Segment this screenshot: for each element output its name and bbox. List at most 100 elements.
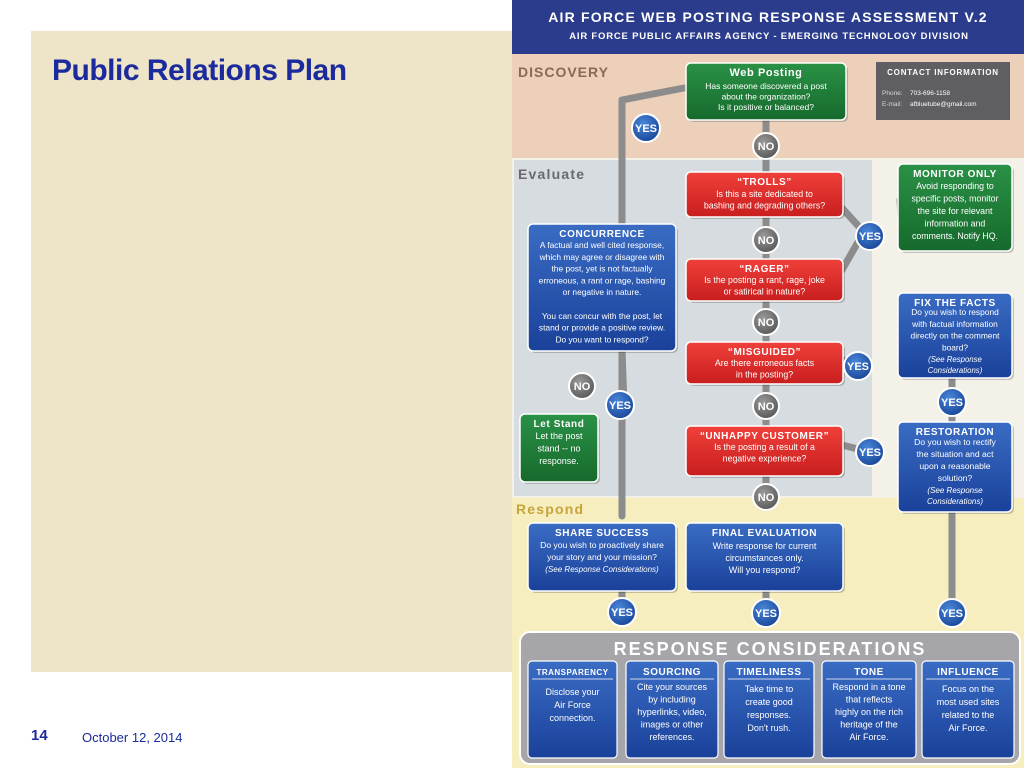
no-badge: NO: [752, 483, 780, 511]
concurrence-node-box: [527, 223, 677, 352]
yes-badge-circle: [855, 221, 885, 251]
yes-badge-label: YES: [755, 608, 777, 620]
yes-badge-circle: [605, 390, 635, 420]
let-stand-node-text: stand -- no: [537, 444, 580, 454]
share-success-node-title: SHARE SUCCESS: [555, 528, 649, 539]
no-badge-label: NO: [574, 381, 591, 393]
consideration-text: most used sites: [937, 697, 1000, 707]
monitor-only-node-box: [897, 163, 1013, 252]
page-number: 14: [31, 727, 48, 744]
yes-badge: YES: [937, 598, 967, 628]
no-badge: NO: [752, 226, 780, 254]
final-evaluation-node-text: Will you respond?: [729, 565, 801, 575]
consideration-box: [723, 660, 815, 759]
yes-badge-label: YES: [611, 607, 633, 619]
concurrence-node-text: the post, yet is not factually: [551, 264, 653, 274]
slide-date: October 12, 2014: [82, 730, 183, 745]
rager-node-text: or satirical in nature?: [724, 287, 806, 297]
consideration-text: references.: [649, 732, 694, 742]
consideration-title: TONE: [854, 667, 884, 678]
monitor-only-node-title: MONITOR ONLY: [913, 169, 997, 180]
consideration-text: Air Force.: [948, 723, 987, 733]
no-badge: NO: [752, 308, 780, 336]
misguided-node-box: [685, 341, 844, 385]
concurrence-node-text: stand or provide a positive review.: [539, 323, 665, 333]
fix-facts-node-box: [897, 292, 1013, 379]
consideration-box: [625, 660, 719, 759]
trolls-node-title: “TROLLS”: [737, 177, 792, 188]
consideration-title: TIMELINESS: [736, 667, 801, 678]
chart-header-bar: [512, 0, 1024, 54]
restoration-node-text: upon a reasonable: [919, 461, 990, 471]
monitor-only-node-text: Avoid responding to: [916, 181, 994, 191]
monitor-only-node-text: specific posts, monitor: [911, 194, 998, 204]
contact-email-label: E-mail:: [882, 101, 902, 108]
restoration-node-note: (See Response: [927, 486, 983, 495]
final-evaluation-node-text: circumstances only.: [725, 553, 803, 563]
no-badge: NO: [568, 372, 596, 400]
slide-content-panel: [31, 31, 521, 672]
restoration-node-text: Do you wish to rectify: [914, 437, 996, 447]
fix-facts-node-text: directly on the comment: [911, 331, 1001, 341]
chart-header-title: AIR FORCE WEB POSTING RESPONSE ASSESSMEN…: [548, 9, 988, 25]
final-evaluation-node-box: [685, 522, 844, 592]
no-badge-circle: [752, 308, 780, 336]
misguided-node-text: in the posting?: [736, 370, 793, 380]
share-success-node-note: (See Response Considerations): [545, 565, 659, 574]
consideration-text: Air Force.: [849, 732, 888, 742]
response-assessment-flowchart: AIR FORCE WEB POSTING RESPONSE ASSESSMEN…: [512, 0, 1024, 768]
restoration-node-box: [897, 421, 1013, 513]
yes-badge: YES: [605, 390, 635, 420]
web-posting-node-text: Has someone discovered a post: [705, 81, 827, 91]
restoration-node-text: the situation and act: [917, 449, 995, 459]
concurrence-node-text: A factual and well cited response,: [540, 240, 664, 250]
contact-info-title: CONTACT INFORMATION: [887, 68, 999, 77]
fix-facts-node-note: (See Response: [928, 355, 982, 364]
misguided-node-title: “MISGUIDED”: [728, 347, 801, 358]
concurrence-node-text: which may agree or disagree with: [539, 252, 665, 262]
share-success-node-text: your story and your mission?: [547, 552, 657, 562]
no-badge-circle: [568, 372, 596, 400]
yes-badge-label: YES: [635, 123, 657, 135]
consideration-text: Cite your sources: [637, 682, 708, 692]
rager-node-title: “RAGER”: [739, 264, 789, 275]
consideration-text: Don't rush.: [747, 723, 790, 733]
share-success-node-text: Do you wish to proactively share: [540, 540, 664, 550]
let-stand-node-text: Let the post: [535, 431, 583, 441]
misguided-node-text: Are there erroneous facts: [715, 358, 815, 368]
restoration-node-title: RESTORATION: [916, 427, 994, 438]
consideration-text: Focus on the: [942, 684, 994, 694]
web-posting-node-box: [685, 62, 847, 121]
let-stand-node-box: [519, 413, 599, 483]
unhappy-customer-node: “UNHAPPY CUSTOMER”Is the posting a resul…: [685, 425, 845, 478]
consideration-text: images or other: [641, 720, 704, 730]
fix-facts-node-text: with factual information: [911, 319, 998, 329]
web-posting-node-text: about the organization?: [722, 92, 811, 102]
yes-badge: YES: [607, 597, 637, 627]
fix-facts-node-text: board?: [942, 342, 968, 352]
no-badge-label: NO: [758, 317, 775, 329]
slide-title: Public Relations Plan: [52, 54, 347, 87]
concurrence-node-text: Do you want to respond?: [555, 334, 648, 344]
monitor-only-node-text: the site for relevant: [918, 206, 993, 216]
yes-badge: YES: [855, 221, 885, 251]
yes-badge-label: YES: [941, 397, 963, 409]
consideration-text: that reflects: [846, 695, 893, 705]
concurrence-node-text: or negative in nature.: [563, 287, 642, 297]
yes-badge-label: YES: [847, 361, 869, 373]
yes-badge-label: YES: [941, 608, 963, 620]
trolls-node-text: bashing and degrading others?: [704, 201, 825, 211]
consideration-text: heritage of the: [840, 720, 898, 730]
consideration-text: connection.: [549, 713, 595, 723]
trolls-node: “TROLLS”Is this a site dedicated tobashi…: [685, 171, 845, 219]
consideration-title: SOURCING: [643, 667, 701, 678]
no-badge: NO: [752, 392, 780, 420]
